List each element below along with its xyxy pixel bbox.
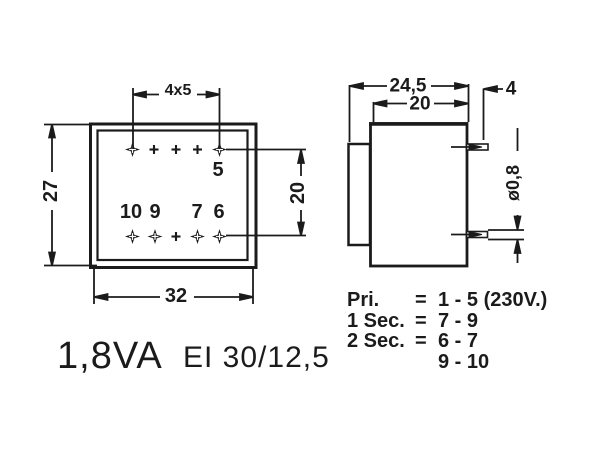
connection-value: 6 - 7 [438,330,479,353]
dim-pin-pitch-lines [132,88,221,149]
pin-10-icon [124,228,141,245]
pin-7-icon [189,228,206,245]
side-view-upper-pin [451,143,489,151]
connection-row-sec2b: 9 - 10 [347,352,547,373]
pin-label-5: 5 [212,159,224,181]
dim-body-width-label: 20 [407,93,433,115]
dim-pin-diameter-lines [488,128,524,263]
dim-width-label: 32 [162,285,190,307]
side-view-body [369,122,469,268]
pin-mark-icon [148,143,160,156]
pin-label-7: 7 [191,201,203,223]
connection-row-sec2: 2 Sec. = 6 - 7 [347,331,547,352]
side-view-lower-pin [451,230,489,239]
dim-overall-width-label: 24,5 [387,75,429,97]
side-view-flange [347,142,372,247]
top-view-pins [124,141,228,245]
top-view-inner-case [96,129,249,262]
connection-label [347,352,415,373]
connection-table: Pri. = 1 - 5 (230V.) 1 Sec. = 7 - 9 2 Sec. = 6… [347,290,547,372]
pin-mark-icon [170,143,182,156]
dim-pin-length-label: 4 [503,78,519,100]
connection-eq: = [415,289,427,311]
connection-label: Pri. [347,289,380,311]
power-rating-text: 1,8VA [57,335,163,377]
connection-eq [415,352,438,373]
connection-value: 9 - 10 [438,350,490,373]
pin-mark-icon [191,143,204,156]
connection-label: 1 Sec. [347,309,405,332]
dim-body-width-lines [372,99,469,122]
connection-value: 7 - 9 [438,309,479,332]
pin-9-icon [146,228,164,245]
dim-row-spacing-label: 20 [287,179,309,207]
connection-eq: = [415,309,427,332]
dim-pin-length-lines [482,85,503,140]
connection-row-sec1: 1 Sec. = 7 - 9 [347,309,547,332]
top-view [89,122,258,269]
connection-row-primary: Pri. = 1 - 5 (230V.) [347,290,547,311]
dim-width-lines [93,266,254,304]
pin-6-icon [211,228,228,245]
model-text: EI 30/12,5 [183,341,330,374]
dim-height-label: 27 [40,177,62,205]
connection-eq: = [415,330,427,353]
side-view [347,122,469,268]
dim-overall-width-lines [348,82,470,142]
dim-pin-pitch-label: 4x5 [162,82,194,99]
pin-label-9: 9 [149,201,161,223]
pin-mark-icon [170,230,182,243]
dim-height-lines [44,123,97,267]
dim-pin-diameter-label: ø0,8 [503,162,523,204]
dim-row-spacing-lines [226,148,306,237]
top-view-outer-case [89,122,258,269]
connection-label: 2 Sec. [347,330,405,353]
pin-label-6: 6 [213,201,225,223]
pin-label-10: 10 [119,201,143,223]
connection-value: 1 - 5 (230V.) [438,289,548,311]
